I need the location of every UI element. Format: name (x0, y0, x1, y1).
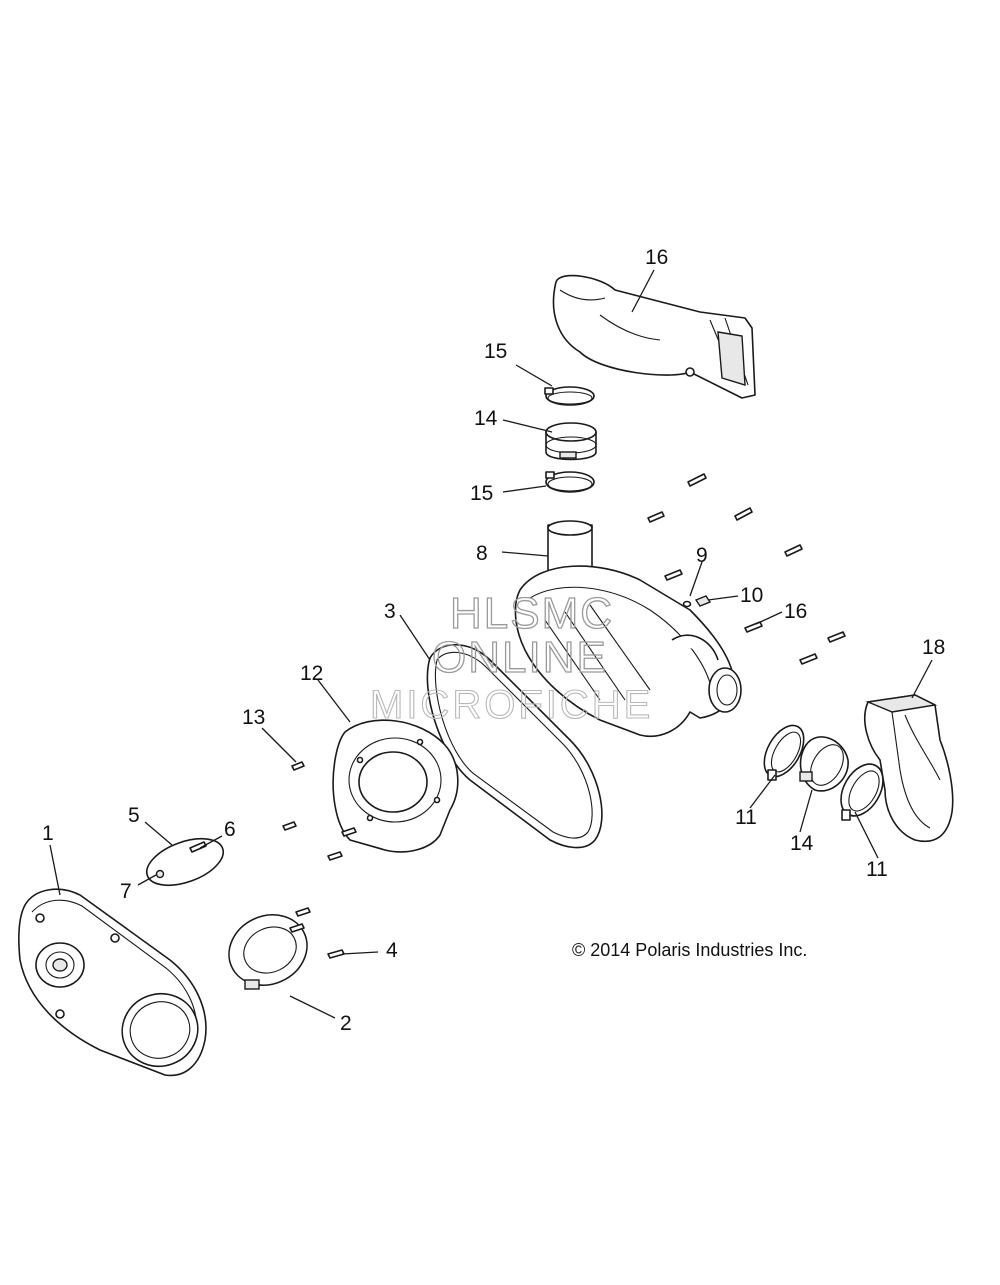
callout-2: 2 (340, 1012, 352, 1035)
part-18-outlet-duct (864, 694, 954, 843)
callout-16: 16 (784, 600, 807, 623)
callout-14-upper: 14 (474, 407, 498, 430)
part-6-screw (189, 841, 207, 853)
callout-8: 8 (476, 542, 488, 565)
part-9-washer (682, 600, 692, 608)
callout-3: 3 (384, 600, 396, 623)
part-15-clamp-upper (544, 386, 595, 406)
part-5-inspection-plate (145, 837, 225, 887)
callout-12: 12 (300, 662, 323, 685)
callout-4: 4 (386, 939, 398, 962)
callout-15-lower: 15 (470, 482, 493, 505)
callout-1: 1 (42, 822, 54, 845)
part-12-outer-plate (332, 719, 459, 853)
callout-17: 16 (645, 246, 668, 269)
callouts: 16 15 14 15 8 9 10 16 18 3 12 13 5 6 7 1… (42, 246, 945, 1035)
bolts-inner-cover (647, 473, 846, 665)
callout-9: 9 (696, 544, 708, 567)
callout-6: 6 (224, 818, 236, 841)
callout-5: 5 (128, 804, 140, 827)
callout-10: 10 (740, 584, 763, 607)
callout-11-right: 11 (866, 858, 888, 881)
part-8-inner-cover (514, 520, 742, 737)
leader-lines (49, 269, 933, 1019)
part-14-coupler-upper (545, 422, 597, 461)
watermark-line-2: ONLINE (432, 633, 608, 682)
callout-18: 18 (922, 636, 945, 659)
callout-13: 13 (242, 706, 265, 729)
callout-15-upper: 15 (484, 340, 507, 363)
part-11-clamp-right (840, 763, 884, 821)
part-14-coupler-right (799, 736, 849, 792)
part-7-grommet (155, 869, 165, 879)
callout-14-right: 14 (790, 832, 814, 855)
callout-11-left: 11 (735, 806, 757, 829)
watermark-line-1: HLSMC (450, 589, 614, 638)
callout-7: 7 (120, 880, 132, 903)
part-11-clamp-left (763, 724, 805, 781)
part-1-outer-cover (18, 888, 207, 1077)
bolts-outer-plate (282, 761, 357, 861)
part-10-nut (694, 595, 712, 607)
watermark-line-3: MICROFICHE (370, 683, 653, 727)
part-17-intake-duct (552, 274, 756, 399)
part-15-clamp-lower (545, 471, 595, 493)
watermark: HLSMC ONLINE MICROFICHE (369, 588, 653, 727)
part-2-seal-plate (228, 914, 308, 990)
part-3-drive-belt (426, 644, 603, 849)
copyright-notice: © 2014 Polaris Industries Inc. (572, 940, 807, 960)
